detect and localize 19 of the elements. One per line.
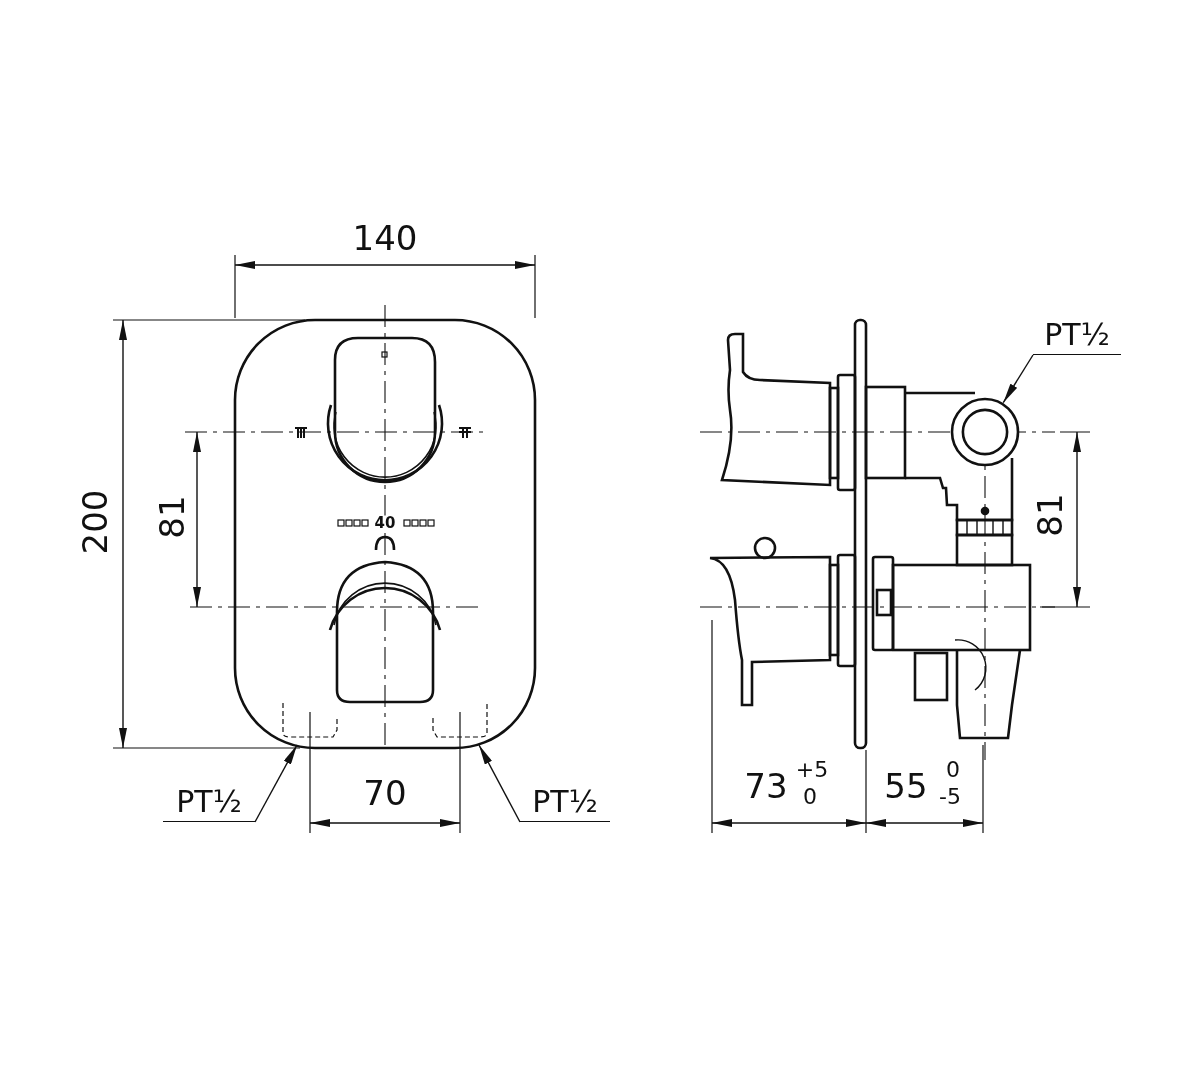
dimension-value: 70: [363, 776, 407, 810]
dimension-value: 0: [803, 786, 817, 808]
thread-callout: PT½: [163, 776, 255, 822]
leader-line: [254, 744, 298, 823]
dimension-value: 73: [744, 769, 788, 803]
dimension-value: 140: [352, 221, 418, 255]
thread-callout: PT½: [1033, 311, 1121, 355]
dimension-value: 55: [884, 769, 928, 803]
leader-line: [1002, 354, 1034, 404]
dimension-value: 81: [1033, 493, 1067, 537]
dimension-value: +5: [795, 759, 829, 781]
thread-callout: PT½: [520, 776, 610, 822]
pipe-outlet-drawing: [950, 397, 1020, 467]
dimension-value: 81: [155, 495, 189, 539]
scale-number: 40: [374, 515, 396, 531]
dimension-value: -5: [939, 786, 961, 808]
dimension-value: 0: [946, 759, 960, 781]
dimension-value: 200: [78, 489, 112, 555]
leader-line: [478, 744, 521, 823]
